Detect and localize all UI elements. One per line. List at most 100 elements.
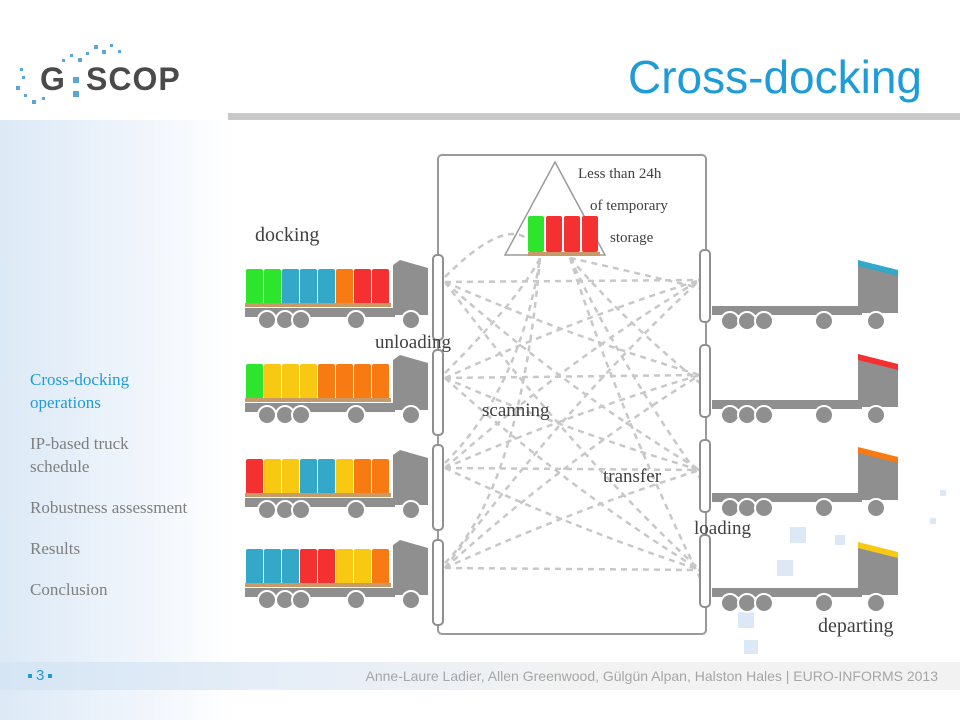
decorative-square [777,560,793,576]
nav-item-ip-based-truck-schedule[interactable]: IP-based truck schedule [30,434,129,476]
flow-line [444,278,701,469]
cargo-box [318,459,335,494]
inbound-dock-door [432,349,444,436]
flow-line [444,278,701,284]
flow-line [444,373,701,380]
inbound-truck [245,260,428,330]
label-scanning: scanning [482,400,550,421]
cargo-box [318,364,335,399]
flow-line [444,566,701,572]
cargo-box [336,549,353,584]
truck-trailer-bed [245,403,395,412]
inbound-dock-door [432,539,444,626]
truck-trailer-bed [245,308,395,317]
flow-line-from-storage [568,257,702,579]
wheel [346,590,366,610]
slide-title: Cross-docking [628,51,922,103]
nav-item-results[interactable]: Results [30,539,81,558]
truck-destination-flag [858,354,898,370]
cargo-box [372,364,389,399]
wheel [291,590,311,610]
wheel [346,405,366,425]
outbound-truck [712,260,898,331]
pallet [245,398,391,402]
nav-item-robustness-assessment[interactable]: Robustness assessment [30,498,188,517]
gscop-logo: G SCOP [16,44,181,104]
wheel [866,311,886,331]
wheel [754,498,774,518]
truck-cab [393,540,428,595]
outbound-truck [712,447,898,518]
flow-line [444,376,701,472]
decorative-square [940,490,946,496]
wheel [257,500,277,520]
inbound-truck [245,355,428,425]
temporary-storage [503,160,607,256]
cargo-box [318,269,335,304]
cargo-box [372,269,389,304]
nav-item-conclusion[interactable]: Conclusion [30,580,108,599]
flow-line [444,280,701,377]
flow-line [444,278,701,380]
cargo-box [246,269,263,304]
wheel [257,590,277,610]
svg-text:SCOP: SCOP [86,61,181,97]
truck-cab [393,260,428,315]
truck-cab [393,450,428,505]
wheel [291,500,311,520]
wheel [401,590,421,610]
wheel [814,498,834,518]
outbound-dock-door [699,249,711,323]
outbound-dock-door [699,344,711,418]
storage-label-line2: of temporary [590,198,668,214]
wheel [401,405,421,425]
cargo-box [336,459,353,494]
truck-cab [393,355,428,410]
flow-line-from-storage [569,257,701,384]
wheel [257,310,277,330]
flow-line-from-storage [569,256,701,290]
flow-line [443,281,701,571]
nav-item-cross-docking-operations[interactable]: Cross-docking operations [30,370,130,412]
cargo-box [246,364,263,399]
label-unloading: unloading [375,332,451,353]
wheel [401,500,421,520]
wheel [720,498,740,518]
section-navigation: Cross-docking operations IP-based truck … [30,368,190,619]
wheel [754,405,774,425]
outbound-dock-door [699,534,711,608]
cargo-box [354,549,371,584]
flow-line [444,468,701,570]
wheel [866,498,886,518]
transfer-flow-lines [443,232,702,579]
outbound-truck [712,542,898,613]
storage-label-line3: storage [610,230,654,246]
wheel [737,498,757,518]
cargo-box [354,364,371,399]
truck-trailer-bed [712,588,862,597]
pallet [245,583,391,587]
storage-cargo-box [546,216,562,252]
wheel [737,311,757,331]
wheel [866,405,886,425]
cargo-box [264,549,281,584]
wheel [346,500,366,520]
flow-line-to-storage [444,257,542,564]
cargo-box [300,269,317,304]
truck-trailer-bed [712,493,862,502]
cargo-box [354,459,371,494]
cargo-box [354,269,371,304]
truck-trailer-bed [712,306,862,315]
cargo-box [264,269,281,304]
truck-cab [858,450,898,500]
wheel [720,593,740,613]
cargo-box [282,549,299,584]
wheel [814,593,834,613]
wheel [720,311,740,331]
decorative-square [790,527,806,543]
inbound-truck [245,540,428,610]
inbound-truck [245,450,428,520]
wheel [346,310,366,330]
cargo-box [282,269,299,304]
